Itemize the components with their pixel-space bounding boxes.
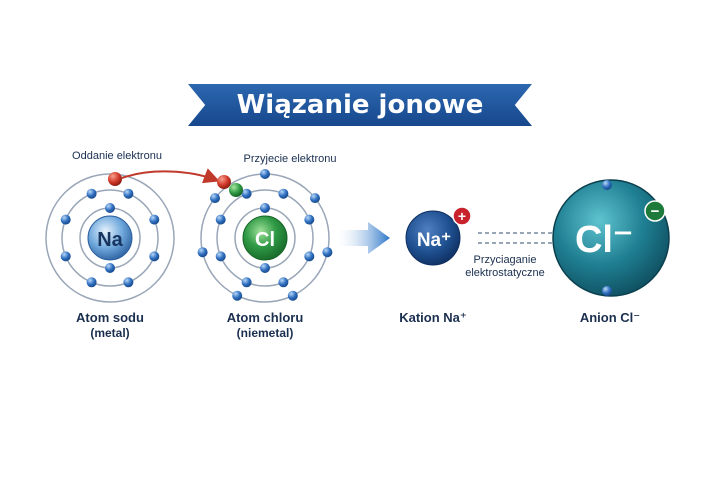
- cl-electron: [260, 203, 270, 213]
- na-electron: [60, 251, 71, 262]
- cl-ion-sphere: [552, 179, 670, 297]
- cl-electron: [260, 169, 270, 179]
- cl-electron: [304, 251, 315, 262]
- cl-ion-electron-bottom: [602, 286, 612, 296]
- na-ion-sphere: [405, 210, 461, 266]
- cl-electron: [260, 263, 270, 273]
- cl-ion-symbol: Cl⁻: [575, 219, 633, 261]
- electron-transfer-arrow: [121, 168, 220, 184]
- cl-electron: [215, 214, 226, 225]
- cl-electron: [310, 193, 320, 204]
- na-shell-2: [61, 189, 159, 287]
- attraction-label-line-2: elektrostatyczne: [465, 267, 545, 279]
- na-electron: [60, 214, 71, 225]
- sodium-type-label: (metal): [90, 326, 130, 340]
- cl-electron: [232, 290, 243, 301]
- cl-electron: [241, 188, 252, 199]
- chlorine-type-label: (niemetal): [236, 326, 294, 340]
- na-electron: [123, 188, 134, 199]
- positive-charge-badge: [452, 206, 472, 226]
- na-electron: [149, 251, 160, 262]
- cl-symbol: Cl: [255, 229, 275, 251]
- electron-give-label: Oddanie elektronu: [72, 150, 162, 162]
- attraction-label-line-1: Przyciaganie: [473, 254, 537, 266]
- reaction-arrow: [338, 222, 390, 254]
- sodium-atom-label: Atom sodu: [76, 310, 144, 325]
- attraction-label: Przyciaganie elektrostatyczne: [450, 254, 560, 280]
- na-electron: [105, 203, 115, 213]
- cl-shell-2: [216, 189, 314, 287]
- cl-electron: [287, 290, 298, 301]
- positive-charge-sign: +: [458, 208, 466, 224]
- cl-electron: [278, 188, 289, 199]
- na-electron: [149, 214, 160, 225]
- cation-label: Kation Na⁺: [399, 310, 467, 325]
- cl-electron: [241, 277, 252, 288]
- na-electron: [86, 277, 97, 288]
- sodium-atom: Na: [45, 173, 175, 303]
- sodium-cation: Na⁺ +: [405, 206, 472, 266]
- na-ion-symbol: Na⁺: [417, 230, 451, 251]
- electron-accept-label: Przyjecie elektronu: [243, 153, 337, 165]
- na-nucleus: [87, 215, 133, 261]
- cl-electrons: [197, 169, 333, 301]
- na-symbol: Na: [97, 229, 123, 251]
- na-shell-3: [45, 173, 175, 303]
- chloride-anion: Cl⁻ −: [552, 179, 670, 297]
- page-title: Wiązanie jonowe: [236, 90, 484, 120]
- cl-electron: [278, 277, 289, 288]
- cl-electron: [215, 251, 226, 262]
- negative-charge-sign: −: [651, 203, 660, 220]
- na-electrons: [60, 188, 160, 288]
- chlorine-atom-label: Atom chloru: [226, 310, 304, 325]
- title-banner: [188, 84, 532, 126]
- transferred-electron-red: [108, 172, 122, 186]
- na-electron: [123, 277, 134, 288]
- na-electron: [105, 263, 115, 273]
- received-electron-green: [229, 183, 243, 197]
- cl-electron: [210, 193, 220, 204]
- cl-nucleus: [242, 215, 288, 261]
- cl-electron: [322, 247, 333, 258]
- chlorine-atom: Cl: [197, 169, 333, 303]
- anion-label: Anion Cl⁻: [579, 310, 641, 325]
- cl-electron: [304, 214, 315, 225]
- na-electron: [86, 188, 97, 199]
- cl-ion-electron-top: [602, 180, 612, 190]
- negative-charge-badge: [644, 200, 666, 222]
- received-electron-red: [217, 175, 231, 189]
- cl-electron: [197, 247, 208, 258]
